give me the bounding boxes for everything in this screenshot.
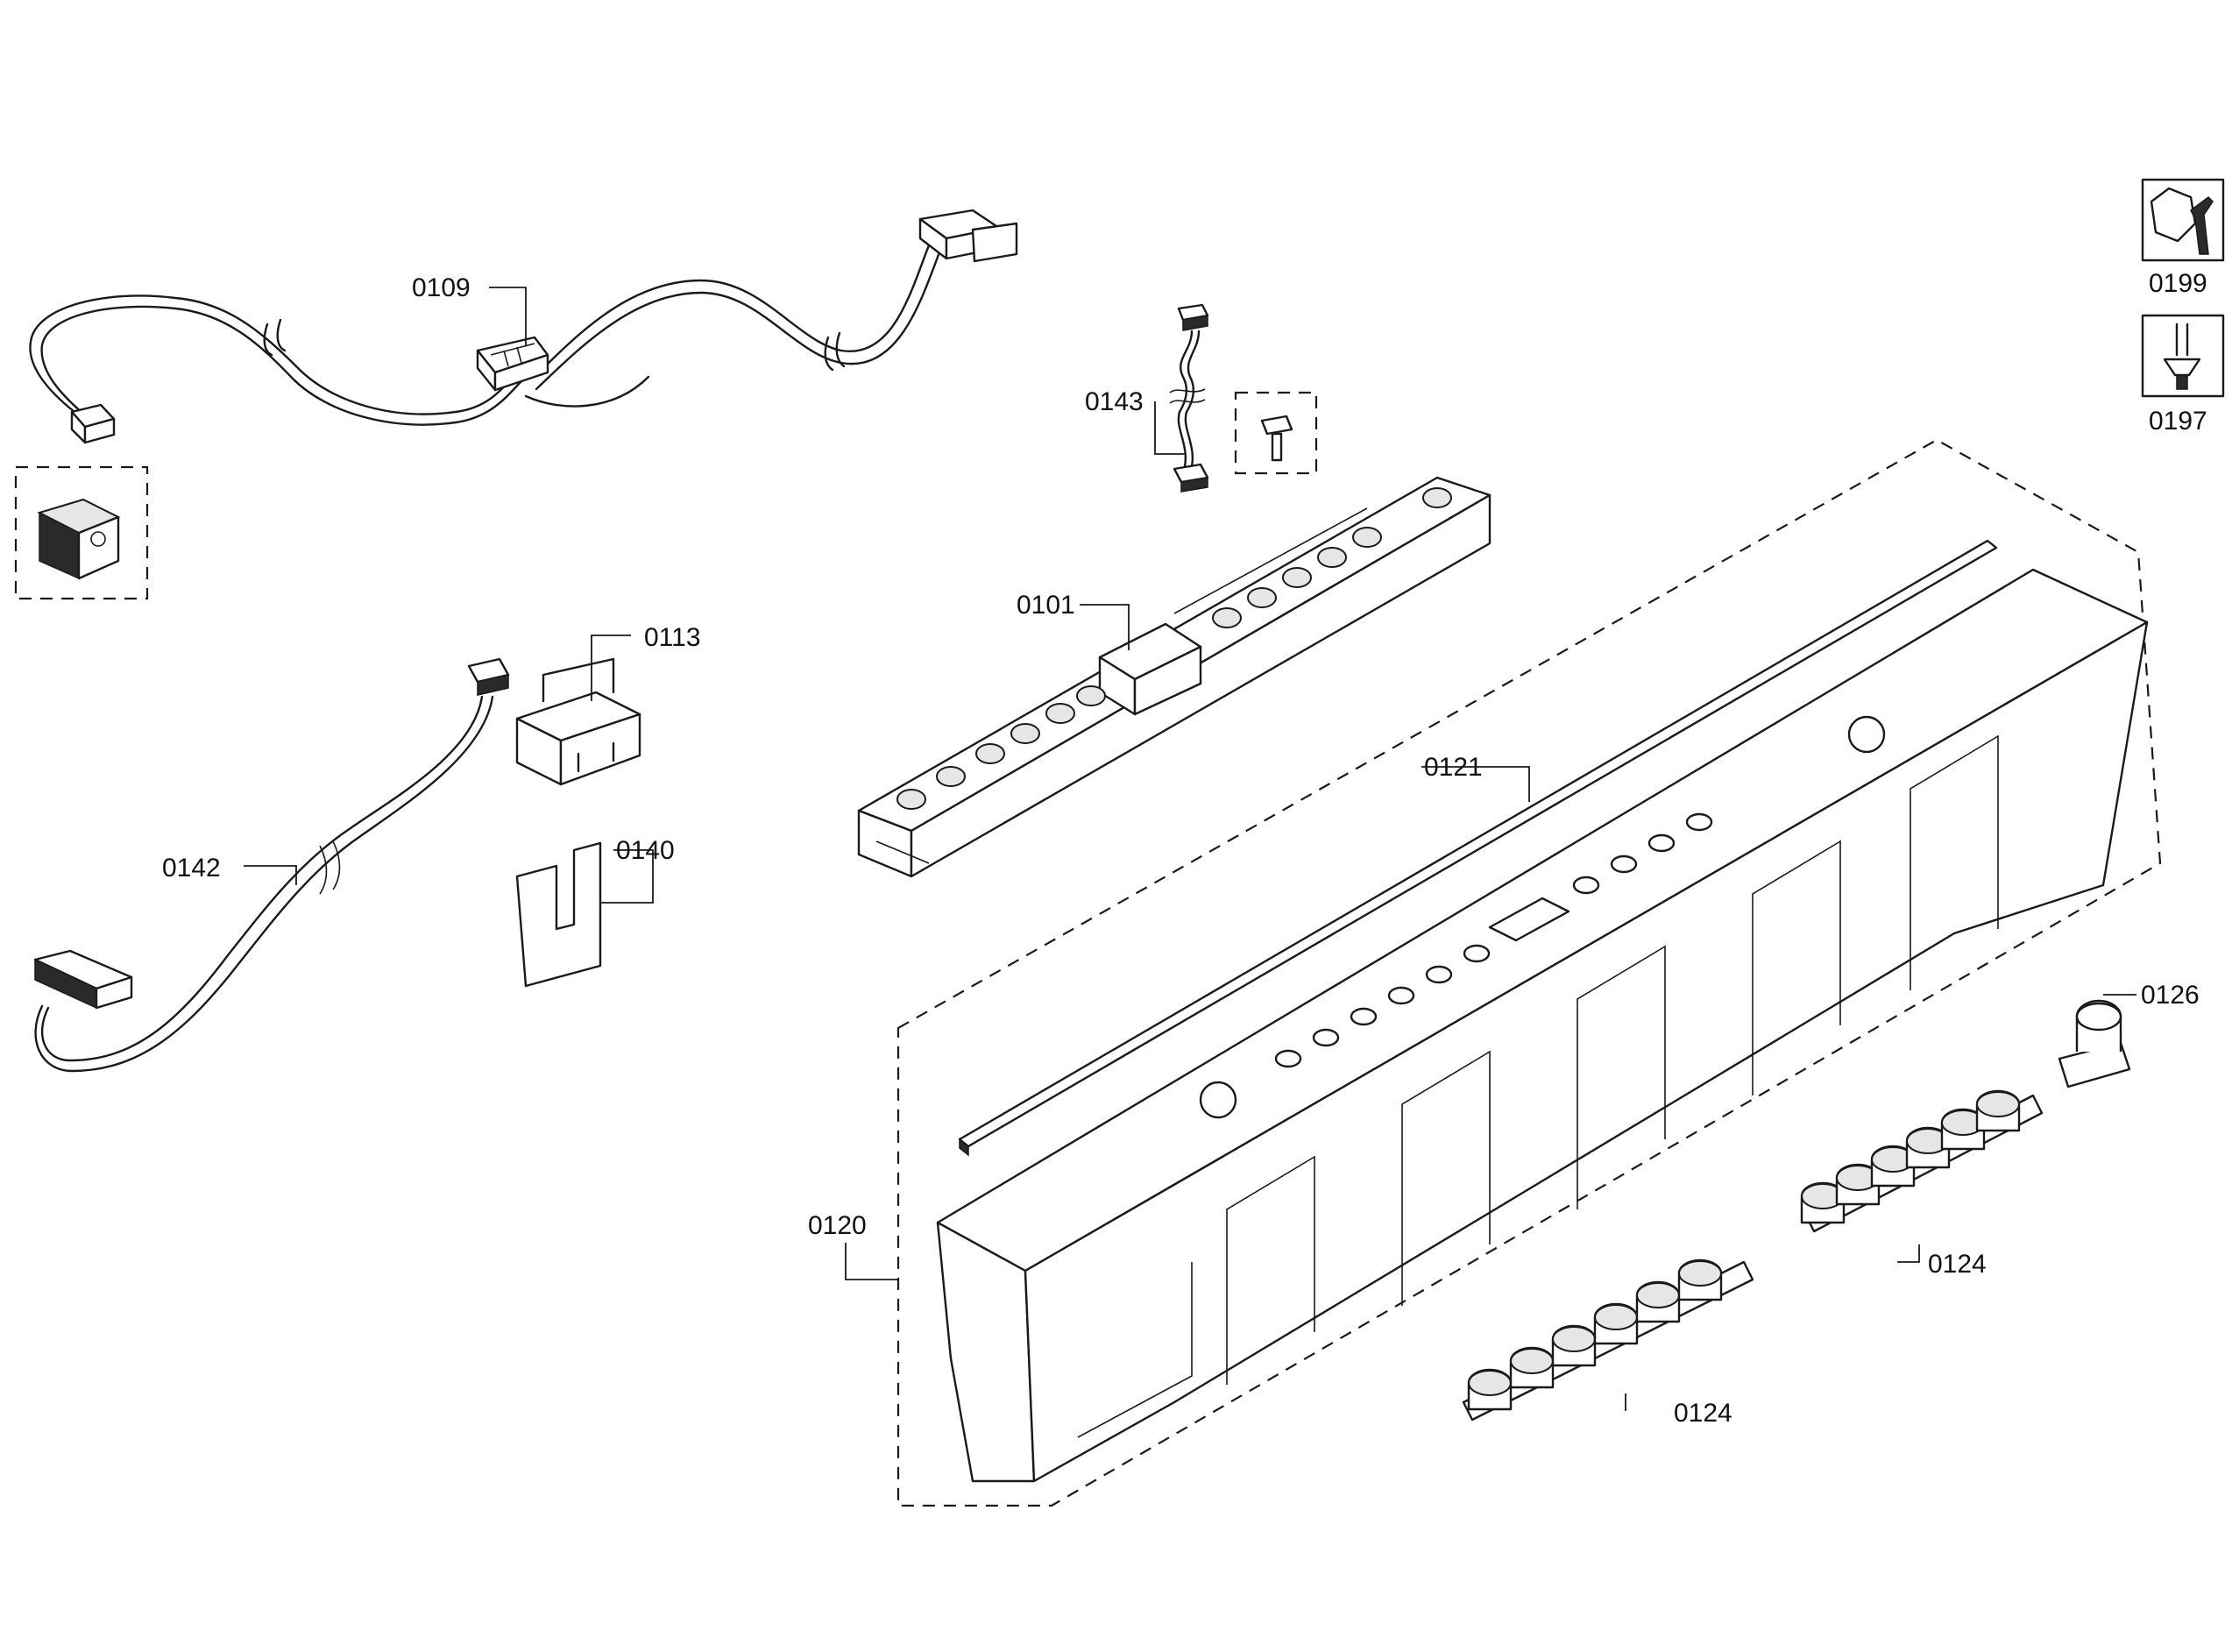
label-0109: 0109 — [412, 273, 471, 302]
button-cap-top — [1552, 1326, 1596, 1352]
label-0143: 0143 — [1085, 387, 1144, 416]
control-panel-0120 — [896, 438, 2162, 1507]
button-row-0124-lower — [1462, 1258, 1754, 1422]
button-cap-top — [1510, 1348, 1554, 1374]
label-0124-upper: 0124 — [1928, 1250, 1987, 1279]
seal-strip-0121 — [958, 539, 1998, 1157]
label-0121: 0121 — [1424, 753, 1483, 782]
leader-lines — [244, 287, 2136, 1411]
label-0126: 0126 — [2141, 981, 2200, 1010]
cable-0143 — [1169, 303, 1318, 493]
button-cap-top — [1636, 1282, 1680, 1308]
panel-holes — [1274, 812, 1713, 1068]
label-0197: 0197 — [2149, 407, 2207, 436]
cable-0142 — [33, 657, 510, 1073]
button-cap-top — [1678, 1260, 1722, 1287]
button-cap-top — [1468, 1370, 1512, 1396]
label-0140: 0140 — [616, 836, 675, 865]
label-0124-lower: 0124 — [1674, 1399, 1732, 1428]
plug-0113 — [515, 657, 641, 786]
label-0101: 0101 — [1017, 591, 1075, 620]
label-0113: 0113 — [644, 623, 701, 652]
wire-harness-0109 — [14, 209, 1018, 600]
gasket-0140 — [515, 841, 602, 988]
button-row-0124-upper — [1800, 1089, 2044, 1233]
label-0142: 0142 — [162, 854, 221, 883]
button-0126 — [2058, 999, 2131, 1088]
screwdriver-screw-icon — [2141, 314, 2225, 398]
button-cap-top — [1594, 1304, 1638, 1330]
button-cap-top — [1976, 1091, 2020, 1117]
part-labels: 0109 0143 0101 0113 0121 0142 0140 0126 … — [162, 269, 2207, 1428]
wrench-nut-icon — [2141, 178, 2225, 262]
label-0199: 0199 — [2149, 269, 2207, 298]
pcb-buttons — [896, 487, 1452, 810]
label-0120: 0120 — [808, 1211, 867, 1240]
control-module-0101 — [857, 476, 1492, 878]
